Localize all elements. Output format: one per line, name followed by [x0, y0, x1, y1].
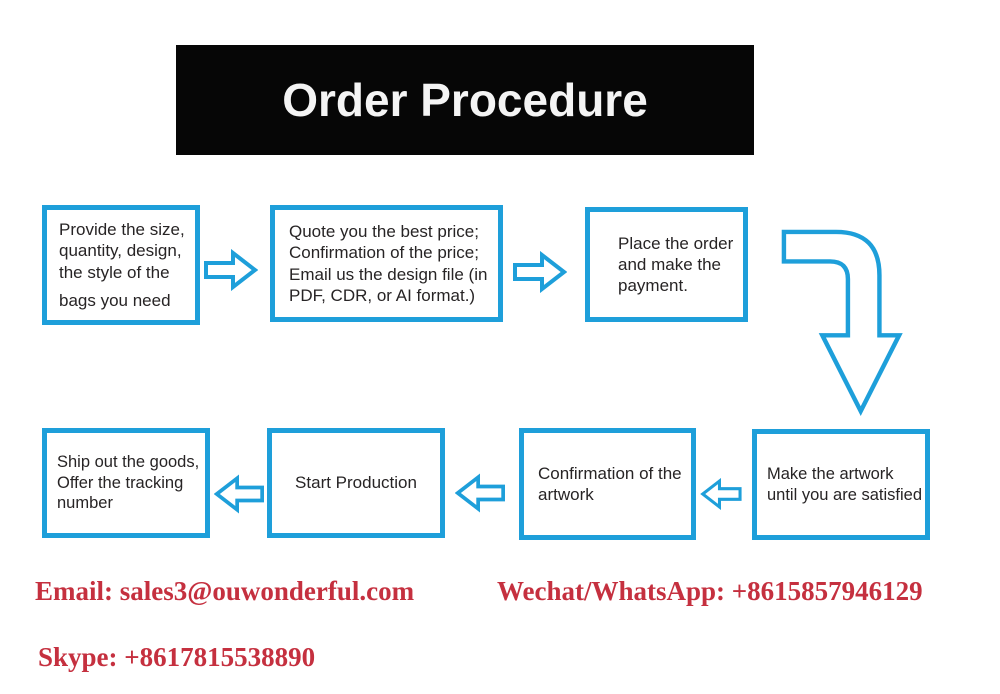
flow-arrow-curved-down-icon — [778, 226, 908, 418]
step-text-line: Place the order — [618, 233, 734, 253]
contact-email: Email: sales3@ouwonderful.com — [35, 576, 415, 606]
step-text-line: payment. — [618, 276, 688, 296]
step-text-line: Confirmation of the — [538, 463, 682, 483]
step-text-line: Offer the tracking — [57, 473, 184, 492]
flow-arrow-left-icon — [214, 474, 264, 514]
step-text-line: Confirmation of the price; — [289, 243, 479, 263]
step-text-line: Ship out the goods, — [57, 453, 200, 472]
step-text-line: Make the artwork — [767, 465, 894, 484]
flow-step-confirm-artwork: Confirmation of the artwork — [519, 428, 696, 540]
flow-step-make-artwork: Make the artwork until you are satisfied — [752, 429, 930, 540]
title-banner: Order Procedure — [176, 45, 754, 155]
step-text-line: Quote you the best price; — [289, 222, 479, 242]
step-text-line: and make the — [618, 254, 722, 274]
flow-step-provide-details: Provide the size, quantity, design, the … — [42, 205, 200, 325]
step-text-line: Start Production — [295, 473, 417, 493]
step-text-line: until you are satisfied — [767, 485, 923, 504]
flow-arrow-right-icon — [513, 251, 567, 293]
step-text-line: Email us the design file (in — [289, 264, 488, 284]
step-text-line: Provide the size, — [59, 220, 185, 240]
step-text-line: the style of the — [59, 262, 170, 282]
contact-wechat-whatsapp: Wechat/WhatsApp: +8615857946129 — [497, 576, 923, 606]
flow-arrow-left-icon — [698, 478, 744, 510]
flow-arrow-right-icon — [204, 249, 258, 291]
contact-skype: Skype: +8617815538890 — [38, 642, 316, 672]
step-text-line: PDF, CDR, or AI format.) — [289, 285, 476, 305]
flow-step-start-production: Start Production — [267, 428, 445, 538]
step-text-line: bags you need — [59, 290, 171, 310]
step-text-line: quantity, design, — [59, 241, 182, 261]
flow-step-ship-goods: Ship out the goods, Offer the tracking n… — [42, 428, 210, 538]
page-title: Order Procedure — [282, 74, 648, 126]
step-text-line: number — [57, 494, 113, 513]
flow-step-quote-price: Quote you the best price; Confirmation o… — [270, 205, 503, 322]
step-text-line: artwork — [538, 485, 594, 504]
flow-step-place-order: Place the order and make the payment. — [585, 207, 748, 322]
flow-arrow-left-icon — [455, 472, 505, 514]
